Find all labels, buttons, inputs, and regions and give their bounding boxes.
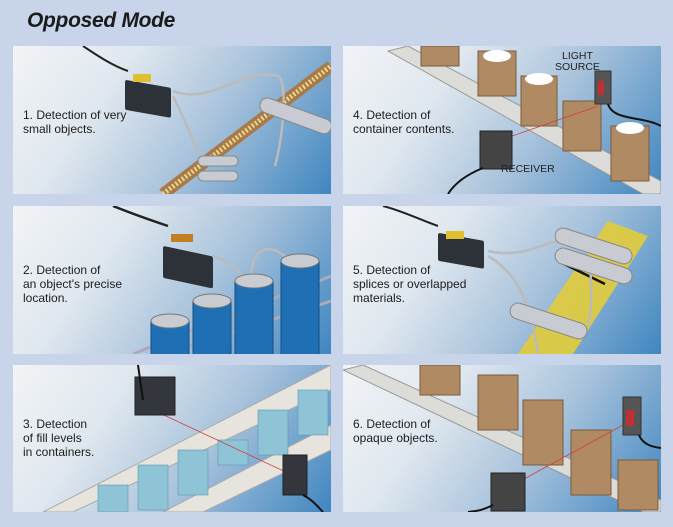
panel-opaque-objects: 6. Detection of opaque objects. bbox=[343, 365, 661, 512]
page-title: Opposed Mode bbox=[27, 9, 176, 32]
caption-6: 6. Detection of opaque objects. bbox=[353, 417, 438, 445]
panel-small-objects: 1. Detection of very small objects. bbox=[13, 46, 331, 194]
caption-3: 3. Detection of fill levels in container… bbox=[23, 417, 95, 459]
small-objects-illustration bbox=[82, 46, 331, 194]
caption-5: 5. Detection of splices or overlapped ma… bbox=[353, 263, 467, 305]
opaque-objects-illustration bbox=[343, 365, 661, 512]
panel-container-contents: 4. Detection of container contents. LIGH… bbox=[343, 46, 661, 194]
panel-splices: 5. Detection of splices or overlapped ma… bbox=[343, 206, 661, 354]
container-contents-illustration bbox=[386, 46, 661, 194]
splices-illustration bbox=[382, 206, 648, 354]
light-source-label: LIGHT SOURCE bbox=[555, 50, 600, 73]
caption-4: 4. Detection of container contents. bbox=[353, 108, 455, 136]
caption-1: 1. Detection of very small objects. bbox=[23, 108, 127, 136]
caption-2: 2. Detection of an object's precise loca… bbox=[23, 263, 123, 305]
receiver-label: RECEIVER bbox=[501, 163, 555, 175]
fill-levels-illustration bbox=[42, 365, 331, 512]
panel-precise-location: 2. Detection of an object's precise loca… bbox=[13, 206, 331, 354]
precise-location-illustration bbox=[112, 206, 331, 354]
panel-fill-levels: 3. Detection of fill levels in container… bbox=[13, 365, 331, 512]
